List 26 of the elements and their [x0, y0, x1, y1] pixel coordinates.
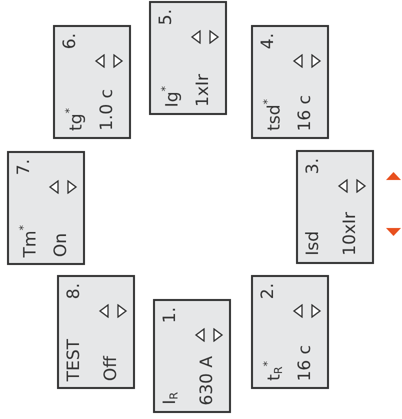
step-number: 6.: [59, 33, 81, 50]
step-number: 5.: [155, 9, 177, 26]
parameter-name: TEST: [63, 338, 85, 381]
parameter-value: 1.0 c: [96, 89, 118, 131]
setting-display: [149, 1, 227, 115]
parameter-value: On: [50, 232, 72, 257]
setting-display: [7, 151, 85, 265]
setting-display: [251, 275, 329, 389]
parameter-value: Off: [100, 356, 122, 381]
setting-display: [296, 150, 374, 264]
setting-display: [251, 25, 329, 139]
setting-display: [153, 299, 231, 413]
step-number: 2.: [257, 283, 279, 300]
parameter-value: 16 c: [294, 94, 316, 131]
parameter-name: Isd: [302, 231, 324, 256]
parameter-value: 10xIr: [339, 212, 361, 256]
step-number: 8.: [63, 283, 85, 300]
parameter-value: 1xIr: [192, 74, 214, 107]
step-number: 7.: [13, 159, 35, 176]
step-number: 4.: [257, 33, 279, 50]
parameter-value: 630 A: [196, 356, 218, 405]
setting-display: [53, 25, 131, 139]
step-number: 1.: [159, 307, 181, 324]
step-number: 3.: [302, 158, 324, 174]
setting-display: [57, 275, 135, 389]
parameter-value: 16 c: [294, 344, 316, 381]
